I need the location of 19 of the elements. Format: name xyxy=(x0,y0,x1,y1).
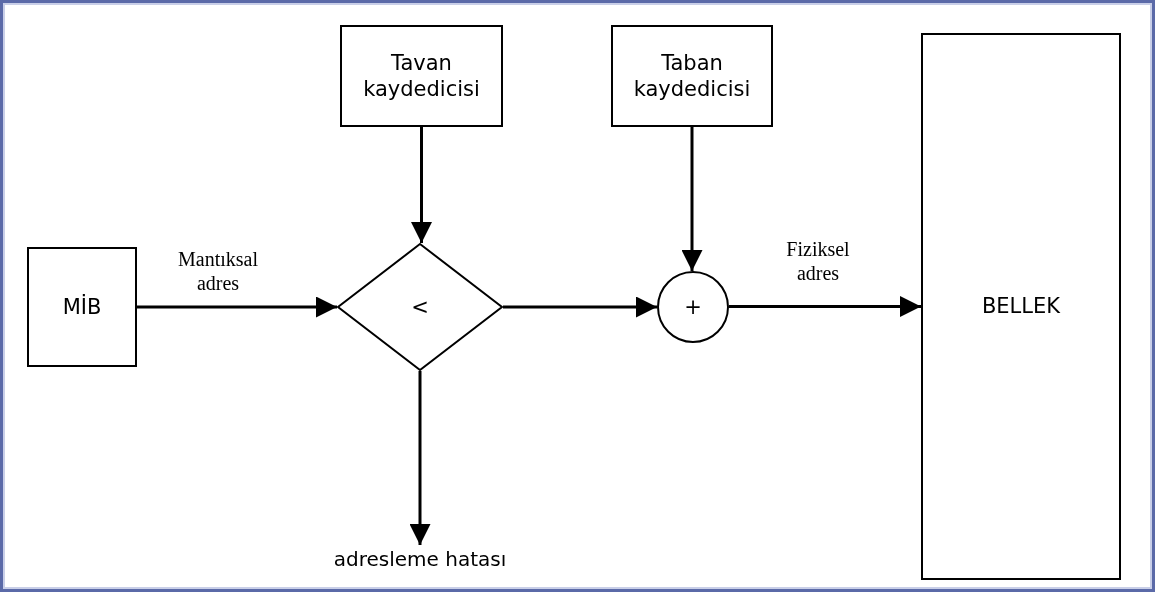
process-box xyxy=(340,25,503,127)
arrow xyxy=(137,296,337,318)
node-label: MİB xyxy=(61,293,103,321)
node-label: adresleme hatası xyxy=(332,546,508,572)
node-label: < xyxy=(410,293,430,321)
arrow xyxy=(681,127,703,271)
arrow xyxy=(503,296,657,318)
node-label: Tavan kaydedicisi xyxy=(362,49,481,103)
process-box xyxy=(611,25,773,127)
node-label: BELLEK xyxy=(980,293,1062,320)
decision-diamond xyxy=(337,243,503,371)
node-label: Taban kaydedicisi xyxy=(632,49,752,103)
process-box xyxy=(921,33,1121,580)
arrow xyxy=(409,371,431,545)
arrow xyxy=(411,127,432,243)
adder-circle xyxy=(657,271,729,343)
arrow xyxy=(729,296,921,317)
process-box xyxy=(27,247,137,367)
node-label: + xyxy=(683,293,703,321)
